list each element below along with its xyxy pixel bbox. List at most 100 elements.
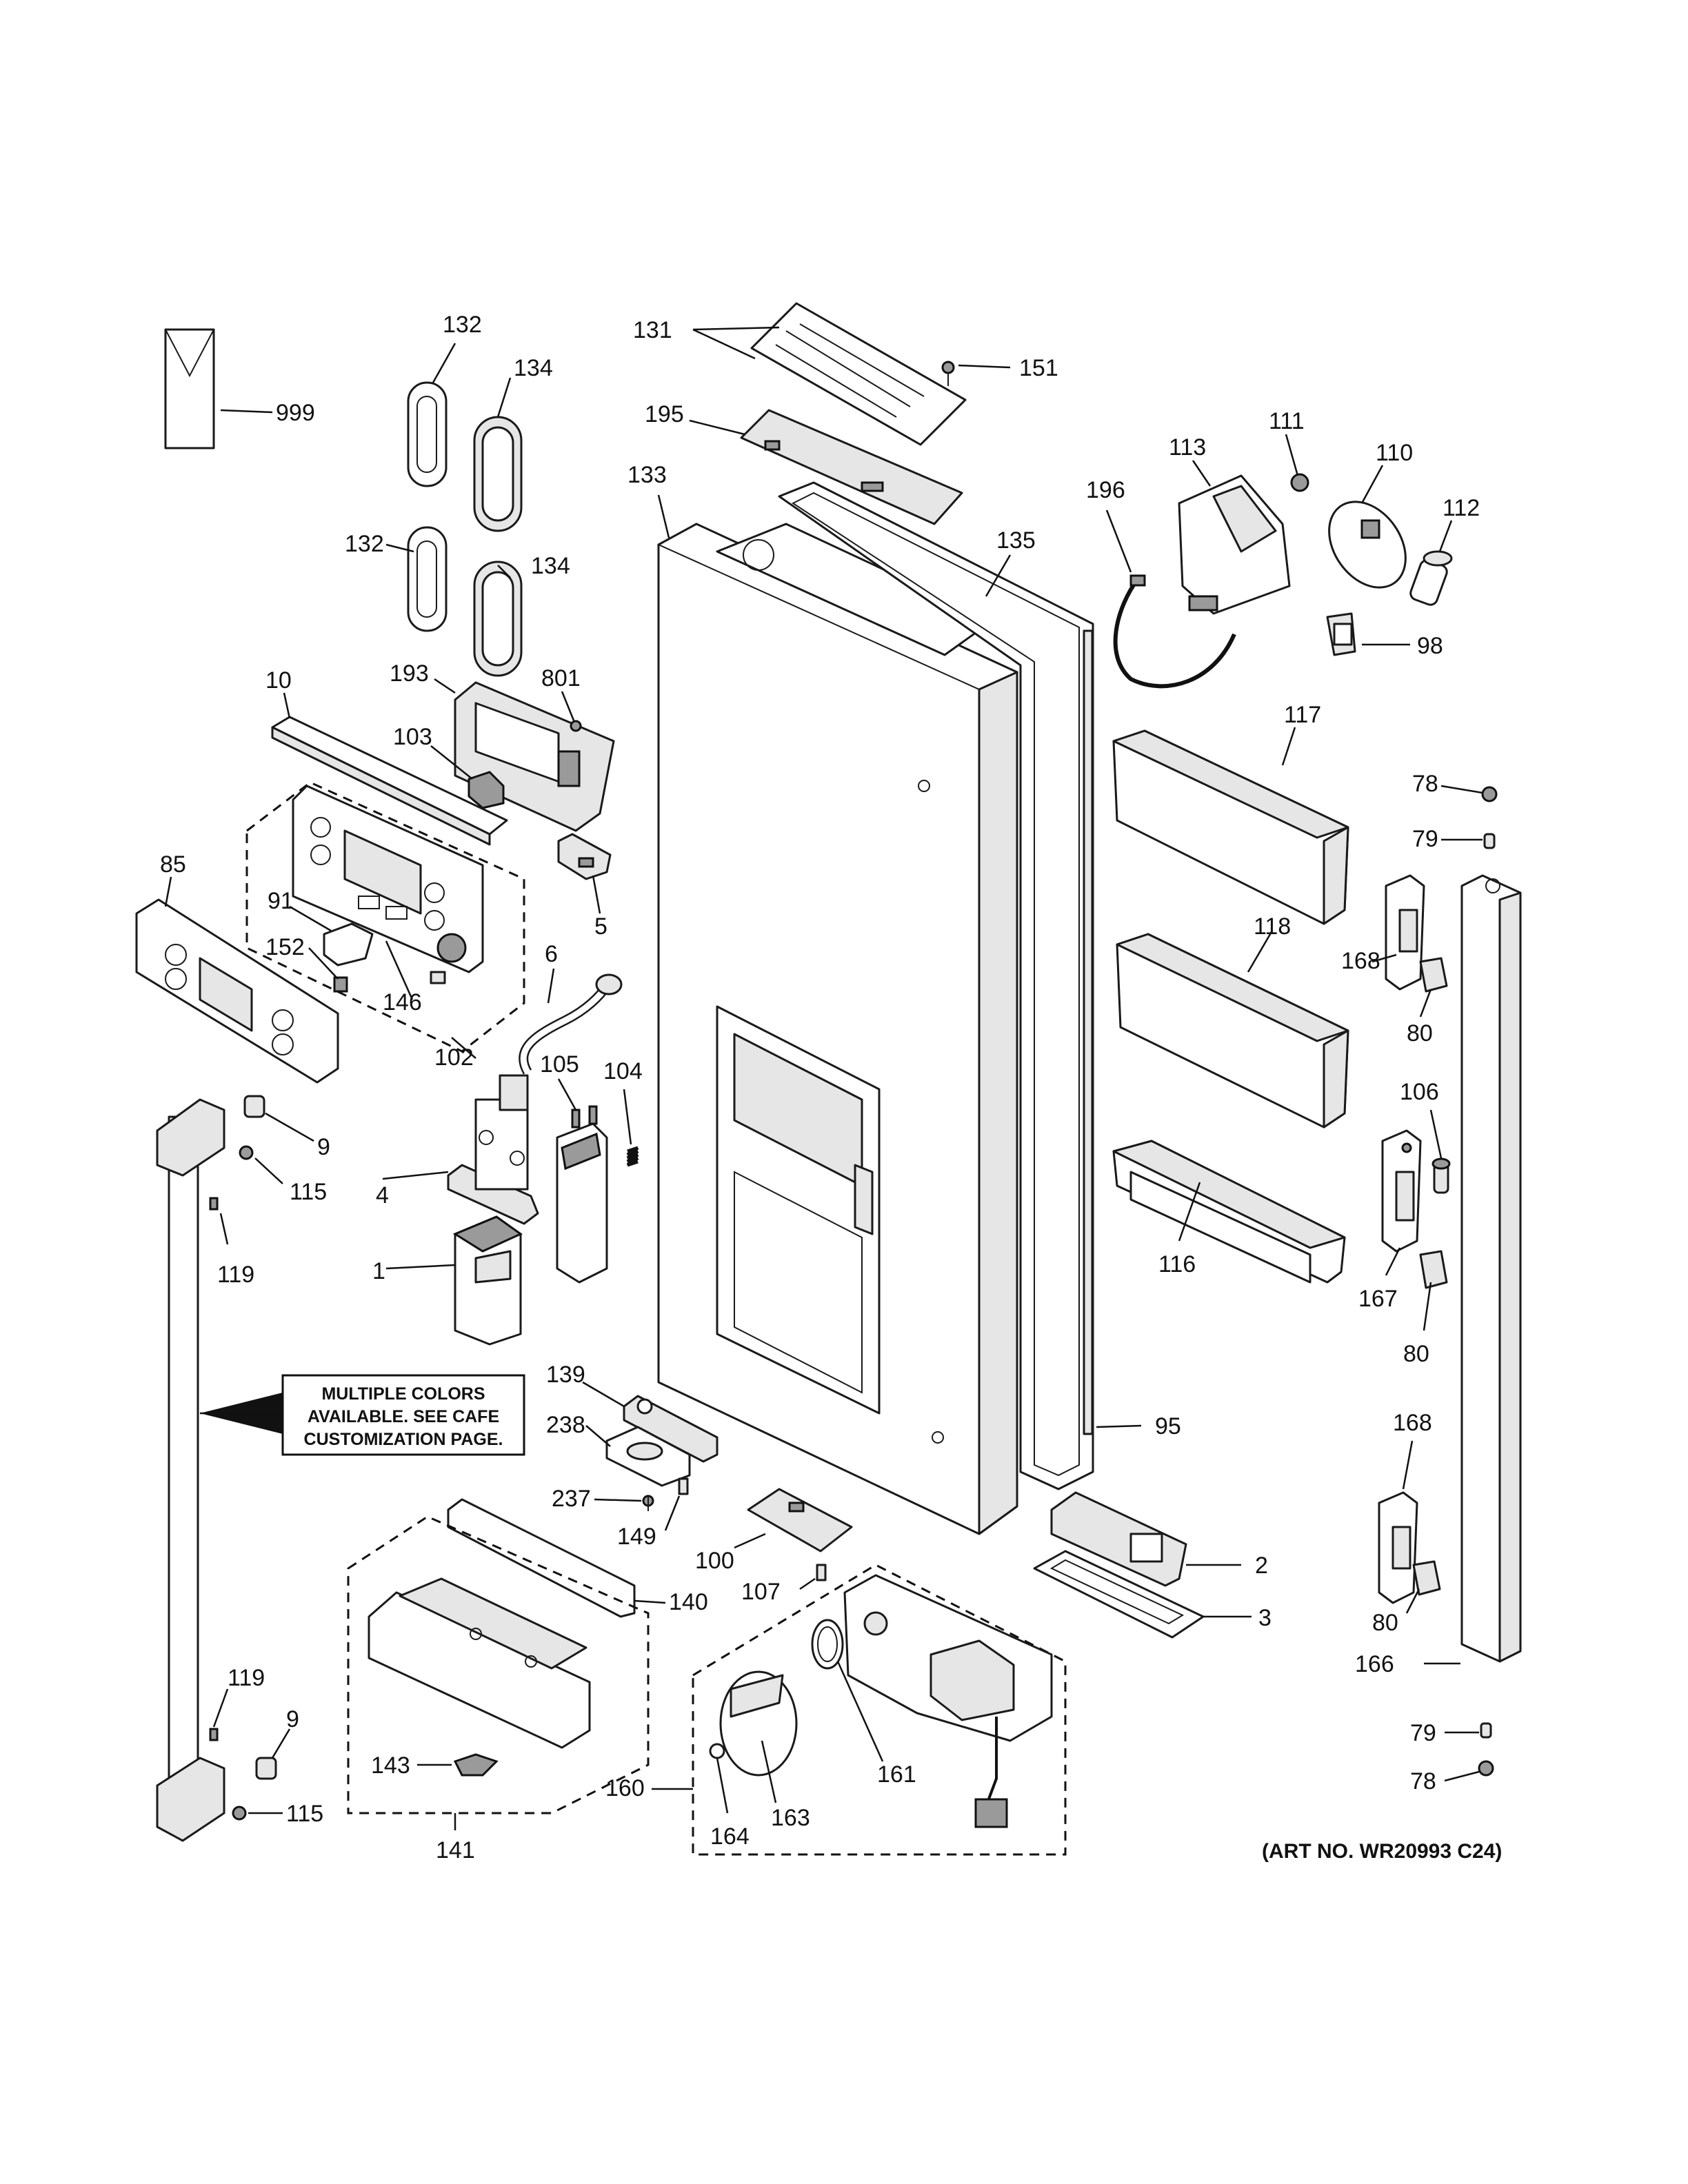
- group-102-interface-assembly: [245, 781, 525, 1053]
- part-163-flap: [719, 1670, 798, 1777]
- part-117-door-bin: [1112, 729, 1349, 925]
- label-119-bottom: 119: [228, 1665, 265, 1691]
- part-116-door-bin: [1112, 1140, 1346, 1284]
- label-140: 140: [669, 1589, 708, 1615]
- part-105-dispenser-paddle: [556, 1105, 608, 1284]
- group-160-motor-assembly: [692, 1564, 1067, 1856]
- part-118-door-bin: [1116, 933, 1349, 1129]
- part-139-bracket: [623, 1395, 719, 1463]
- part-1-cover: [452, 1215, 523, 1346]
- part-131-label-plate: [750, 302, 967, 446]
- part-115-setscrew-bottom: [232, 1806, 247, 1821]
- part-78-screw-bottom: [1478, 1760, 1494, 1777]
- label-9-top: 9: [317, 1134, 330, 1160]
- label-135: 135: [996, 527, 1036, 554]
- part-number-labels: 999 132 134 132 134 131 151 195 133 135 …: [160, 312, 1502, 1863]
- group-141-drip-tray-assembly: [347, 1515, 650, 1814]
- label-104: 104: [603, 1058, 643, 1084]
- label-116: 116: [1158, 1251, 1196, 1277]
- part-6-tube: [519, 973, 623, 1075]
- part-2-main-board: [1050, 1491, 1187, 1587]
- part-79-cap-top: [1483, 833, 1496, 849]
- part-9-mount-top: [243, 1095, 265, 1118]
- label-100: 100: [695, 1548, 734, 1574]
- label-999: 999: [276, 400, 315, 426]
- label-78-bottom: 78: [1410, 1768, 1436, 1794]
- part-78-screw-top: [1481, 786, 1498, 802]
- label-105: 105: [540, 1051, 579, 1078]
- part-132-trim-top: [407, 381, 448, 487]
- part-238-housing: [605, 1426, 691, 1487]
- part-104-spring: [626, 1146, 639, 1167]
- part-167-hinge-mid: [1381, 1129, 1422, 1253]
- note-line-3: CUSTOMIZATION PAGE.: [304, 1430, 503, 1449]
- label-110: 110: [1376, 440, 1413, 466]
- part-152-clip: [333, 976, 348, 993]
- part-134-gasket-bottom: [473, 560, 523, 677]
- part-133-door-panel: [656, 523, 1019, 1535]
- label-1: 1: [372, 1258, 385, 1284]
- label-141: 141: [436, 1837, 475, 1863]
- label-80-b: 80: [1403, 1341, 1429, 1367]
- label-195: 195: [645, 401, 684, 427]
- part-10-bracket: [271, 716, 508, 846]
- label-132-bottom: 132: [345, 531, 384, 557]
- label-166: 166: [1355, 1651, 1394, 1677]
- label-111: 111: [1269, 408, 1305, 434]
- label-9-bottom: 9: [286, 1706, 299, 1732]
- part-79-cap-bottom: [1480, 1722, 1492, 1739]
- label-118: 118: [1254, 913, 1291, 940]
- label-6: 6: [545, 941, 558, 967]
- part-149-screw: [678, 1477, 689, 1495]
- part-999-envelope: [164, 328, 215, 449]
- part-95-rod: [1083, 629, 1094, 1435]
- part-106-pin: [1431, 1157, 1451, 1194]
- label-78-top: 78: [1412, 771, 1438, 797]
- part-80-bushing-a: [1419, 957, 1448, 993]
- part-80-bushing-c: [1412, 1560, 1441, 1596]
- label-107: 107: [741, 1579, 781, 1605]
- label-113: 113: [1169, 434, 1206, 461]
- label-4: 4: [376, 1182, 389, 1209]
- label-117: 117: [1284, 702, 1321, 728]
- label-168-bottom: 168: [1393, 1410, 1432, 1436]
- part-80-bushing-b: [1419, 1250, 1448, 1289]
- part-135-door-gasket: [778, 481, 1094, 1490]
- part-112-actuator: [1409, 550, 1453, 606]
- part-115-setscrew-top: [239, 1145, 254, 1160]
- part-100-sensor-board: [747, 1488, 853, 1553]
- label-132-top: 132: [443, 312, 482, 338]
- note-line-1: MULTIPLE COLORS: [321, 1384, 485, 1404]
- label-2: 2: [1255, 1553, 1268, 1579]
- label-103: 103: [393, 724, 432, 750]
- part-91-button: [323, 922, 374, 967]
- label-112: 112: [1443, 495, 1480, 521]
- art-number: (ART NO. WR20993 C24): [1262, 1840, 1502, 1863]
- label-115-bottom: 115: [286, 1801, 323, 1827]
- label-119-top: 119: [217, 1262, 254, 1288]
- part-801-screw: [570, 720, 582, 732]
- label-161: 161: [877, 1761, 916, 1788]
- leader-lines: [164, 326, 1483, 1830]
- label-143: 143: [371, 1752, 410, 1779]
- label-133: 133: [627, 462, 667, 488]
- label-160: 160: [605, 1775, 645, 1801]
- part-5-switch: [557, 833, 612, 880]
- label-163: 163: [771, 1805, 810, 1831]
- part-113-housing: [1178, 474, 1291, 615]
- part-151-screw: [941, 361, 955, 386]
- label-98: 98: [1417, 633, 1443, 659]
- part-132-trim-bottom: [407, 526, 448, 632]
- label-131: 131: [633, 317, 672, 343]
- label-146: 146: [383, 989, 422, 1015]
- part-168-hinge-top: [1385, 874, 1425, 991]
- part-196-wire-harness: [1113, 574, 1236, 689]
- part-111-spring: [1290, 473, 1309, 492]
- label-193: 193: [390, 660, 429, 687]
- label-151: 151: [1019, 355, 1058, 381]
- part-9-mount-bottom: [255, 1757, 277, 1780]
- part-143-clip: [453, 1753, 499, 1777]
- label-102: 102: [434, 1044, 474, 1071]
- label-238: 238: [546, 1412, 585, 1438]
